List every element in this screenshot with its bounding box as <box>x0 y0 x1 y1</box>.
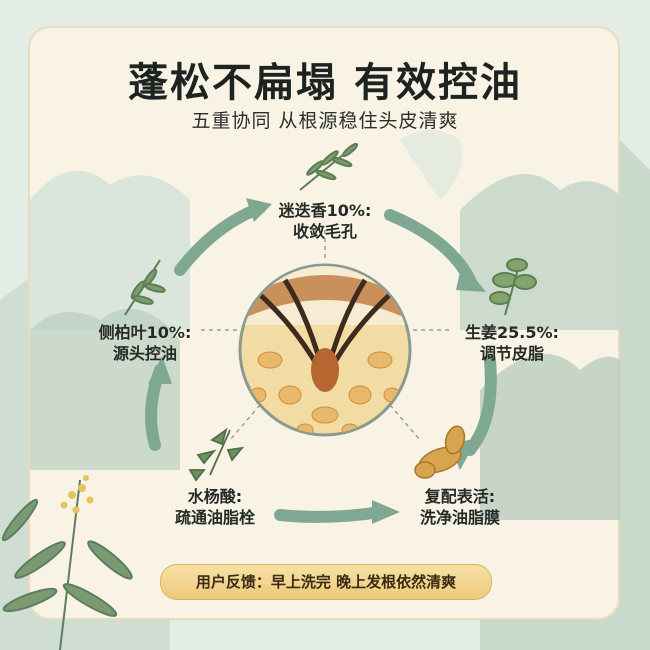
ingredient-name: 侧柏叶10%: <box>98 323 192 342</box>
arborvitae-icon <box>124 259 166 316</box>
ingredient-surfactant: 复配表活: 洗净油脂膜 <box>400 486 520 528</box>
ingredient-effect: 疏通油脂栓 <box>174 508 255 527</box>
page-subtitle: 五重协同 从根源稳住头皮清爽 <box>191 110 459 132</box>
mountain-left-lower <box>30 308 180 470</box>
page-title: 蓬松不扁塌 有效控油 <box>128 60 522 106</box>
ingredient-arborvitae: 侧柏叶10%: 源头控油 <box>80 322 210 364</box>
ingredient-name: 复配表活: <box>424 487 496 506</box>
yellow-flowers-icon <box>60 475 94 514</box>
ingredient-name: 迷迭香10%: <box>278 201 372 220</box>
ginger-leaf-icon <box>489 258 537 316</box>
user-feedback-banner: 用户反馈：早上洗完 晚上发根依然清爽 <box>160 564 492 600</box>
mountain-right-inner <box>460 174 620 330</box>
ingredient-ginger: 生姜25.5%: 调节皮脂 <box>452 322 572 364</box>
ingredient-effect: 洗净油脂膜 <box>419 508 500 527</box>
ingredient-rosemary: 迷迭香10%: 收敛毛孔 <box>255 200 395 242</box>
ingredient-effect: 源头控油 <box>112 344 177 363</box>
rosemary-icon <box>299 142 359 191</box>
scalp-cross-section-icon <box>238 263 412 437</box>
bamboo-branch-icon <box>1 479 133 650</box>
willow-leaf-icon <box>188 427 245 482</box>
ingredient-effect: 调节皮脂 <box>479 344 544 363</box>
ingredient-name: 水杨酸: <box>187 487 243 506</box>
ginger-root-icon <box>414 425 466 479</box>
dashed-connectors <box>200 230 450 441</box>
mountain-mid-right <box>400 130 463 200</box>
ingredient-effect: 收敛毛孔 <box>292 222 357 241</box>
ingredient-salicylic-acid: 水杨酸: 疏通油脂栓 <box>160 486 270 528</box>
ingredient-name: 生姜25.5%: <box>465 323 559 342</box>
mountain-right-lower <box>480 354 620 520</box>
mountain-left-inner <box>30 170 190 330</box>
